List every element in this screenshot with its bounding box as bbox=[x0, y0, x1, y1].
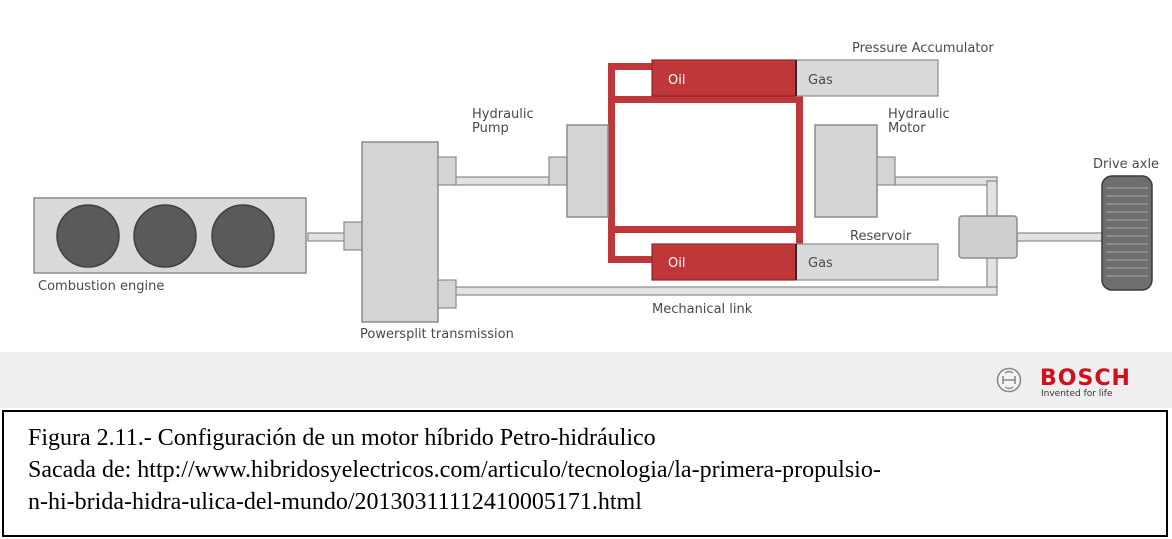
label-hydraulic-pump-2: Pump bbox=[472, 121, 509, 136]
bosch-wordmark: BOSCH bbox=[1040, 366, 1131, 391]
bosch-logo: BOSCH Invented for life bbox=[988, 362, 1158, 402]
label-combustion-engine: Combustion engine bbox=[38, 279, 164, 294]
hybrid-hydraulic-diagram: Combustion engine Powersplit transmissio… bbox=[33, 41, 1159, 342]
bosch-armature-icon bbox=[996, 367, 1022, 393]
bosch-tagline: Invented for life bbox=[1041, 389, 1113, 399]
label-hydraulic-motor-1: Hydraulic bbox=[888, 107, 950, 122]
pressure-accumulator bbox=[651, 59, 939, 97]
label-drive-axle: Drive axle bbox=[1093, 157, 1159, 172]
label-hydraulic-motor-2: Motor bbox=[888, 121, 926, 136]
label-oil-top: Oil bbox=[668, 73, 685, 88]
label-pressure-accumulator: Pressure Accumulator bbox=[852, 41, 994, 56]
hydraulic-lines bbox=[608, 63, 803, 263]
differential bbox=[958, 215, 1018, 259]
label-gas-bottom: Gas bbox=[808, 256, 833, 271]
brand-bar: BOSCH Invented for life bbox=[0, 352, 1172, 408]
label-oil-bottom: Oil bbox=[668, 256, 685, 271]
figure-caption: Figura 2.11.- Configuración de un motor … bbox=[2, 410, 1168, 537]
label-hydraulic-pump-1: Hydraulic bbox=[472, 107, 534, 122]
label-gas-top: Gas bbox=[808, 73, 833, 88]
combustion-engine bbox=[33, 197, 307, 274]
reservoir bbox=[651, 243, 939, 281]
hydraulic-pump bbox=[548, 124, 609, 218]
label-mechanical-link: Mechanical link bbox=[652, 302, 753, 317]
caption-line-3: n-hi-brida-hidra-ulica-del-mundo/2013031… bbox=[28, 489, 642, 515]
caption-line-1: Figura 2.11.- Configuración de un motor … bbox=[28, 425, 656, 451]
caption-line-2: Sacada de: http://www.hibridosyelectrico… bbox=[28, 457, 881, 483]
label-reservoir: Reservoir bbox=[850, 229, 912, 244]
powersplit-transmission bbox=[343, 141, 457, 323]
hydraulic-motor bbox=[814, 124, 896, 218]
label-powersplit-transmission: Powersplit transmission bbox=[360, 327, 514, 342]
drive-axle-wheel bbox=[1101, 175, 1153, 291]
